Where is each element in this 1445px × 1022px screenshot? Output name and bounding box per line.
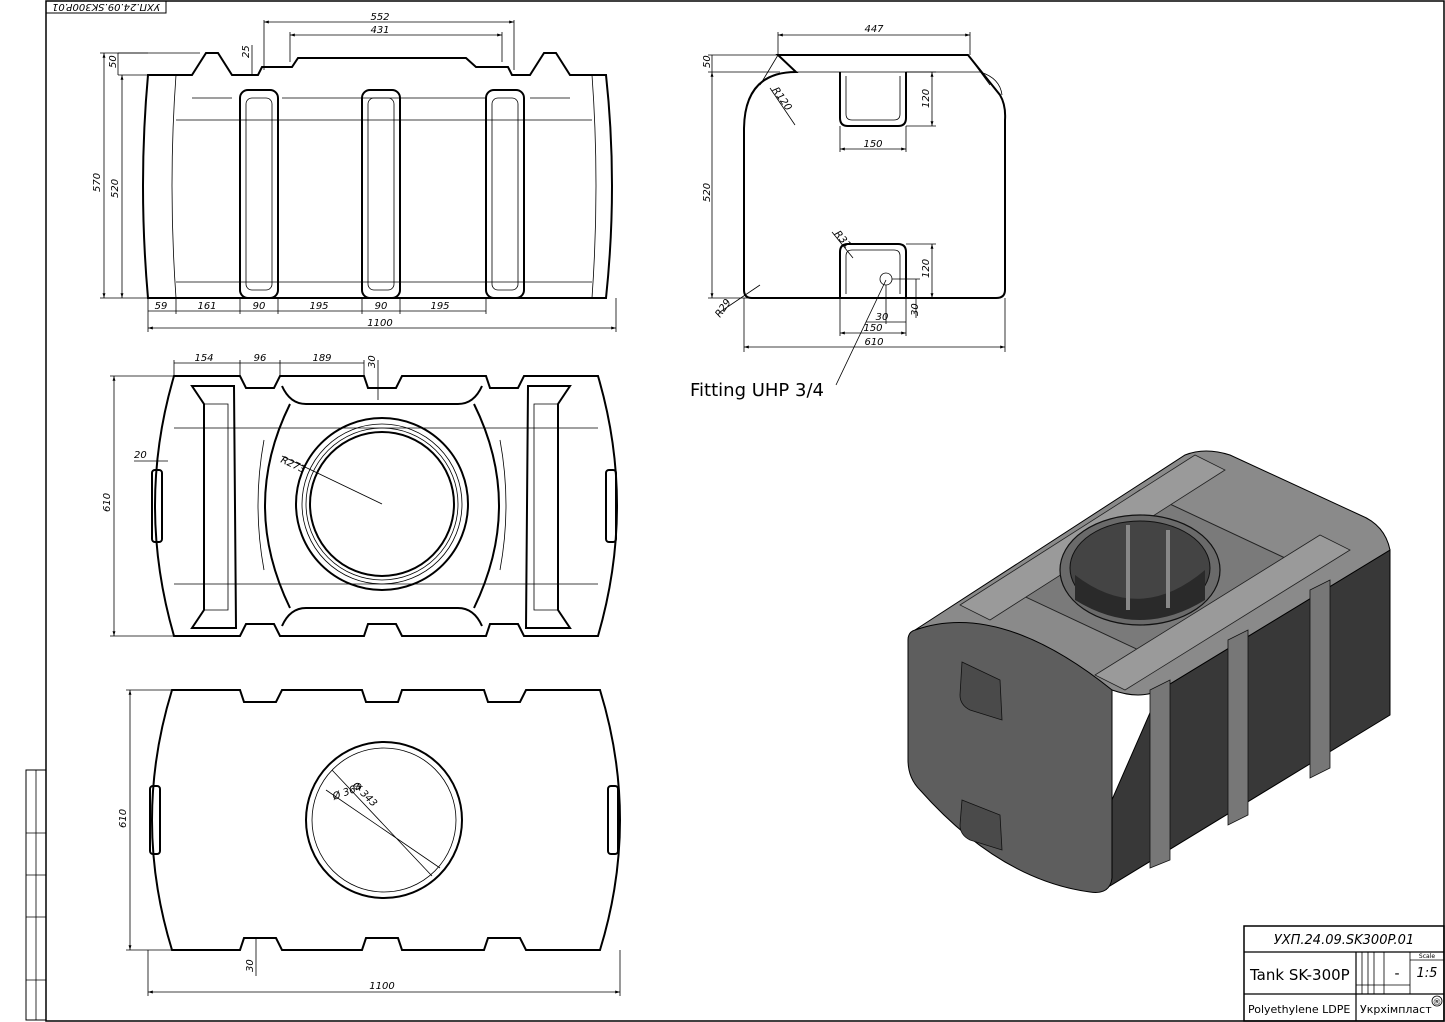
side-r31: R31 [832, 229, 853, 251]
registered-mark-circle [1431, 995, 1443, 1007]
sheet-mark: - [1394, 966, 1399, 982]
drawing-title: Tank SK-300P [1249, 966, 1350, 984]
isometric-tank-view [907, 450, 1391, 893]
front-dim-520: 520 [110, 179, 121, 198]
front-dim-90b: 90 [375, 301, 388, 312]
side-dim-447: 447 [864, 24, 884, 35]
fitting-callout: Fitting UHP 3/4 [690, 380, 824, 401]
top-dim-20: 20 [134, 450, 147, 461]
drawing-code: УХП.24.09.SK300P.01 [1274, 933, 1414, 948]
top-dim-30: 30 [367, 355, 378, 368]
front-dim-570: 570 [92, 173, 103, 192]
side-r29: R29 [713, 297, 733, 319]
top-r273: R273 [279, 455, 307, 476]
sheet-frame: УХП.24.09.SK300P.01 [25, 0, 1445, 1022]
side-dim-120-bottom: 120 [921, 259, 932, 278]
material-label: Polyethylene LDPE [1248, 1003, 1350, 1016]
bottom-d364: Ø 364 [330, 781, 363, 803]
side-view: 447 50 520 R120 120 150 R31 120 30 [702, 24, 1007, 386]
front-view: 552 431 25 570 520 50 59 161 90 195 90 [92, 12, 617, 332]
registered-mark: ® [1433, 998, 1442, 1008]
front-dim-161: 161 [197, 301, 216, 312]
front-dim-552: 552 [370, 12, 389, 23]
side-dim-50: 50 [702, 55, 713, 68]
front-dim-90a: 90 [253, 301, 266, 312]
front-dim-1100: 1100 [367, 318, 392, 329]
front-dim-195a: 195 [309, 301, 328, 312]
side-dim-150-bottom: 150 [863, 323, 882, 334]
scale-value: 1:5 [1417, 966, 1438, 981]
front-dim-431: 431 [370, 25, 389, 36]
top-view: R273 154 96 189 30 20 610 [102, 353, 618, 637]
top-dim-610: 610 [102, 493, 113, 512]
bottom-dim-610: 610 [118, 809, 129, 828]
title-block: УХП.24.09.SK300P.01 Tank SK-300P - Scale… [1243, 925, 1445, 1022]
top-dim-154: 154 [194, 353, 213, 364]
side-dim-120-top: 120 [921, 89, 932, 108]
bottom-dim-30: 30 [245, 959, 256, 972]
front-dim-59: 59 [155, 301, 168, 312]
drawing-code-mirrored: УХП.24.09.SK300P.01 [52, 1, 160, 12]
top-dim-189: 189 [312, 353, 331, 364]
side-dim-30-horizontal: 30 [876, 312, 889, 323]
front-dim-25: 25 [241, 45, 252, 58]
side-r120: R120 [770, 85, 794, 113]
front-dim-195b: 195 [430, 301, 449, 312]
side-dim-520: 520 [702, 183, 713, 202]
side-dim-610: 610 [864, 337, 883, 348]
company-name: Укрхімпласт [1360, 1003, 1432, 1016]
side-dim-30-vertical: 30 [910, 303, 921, 316]
top-dim-96: 96 [254, 353, 267, 364]
bottom-dim-1100: 1100 [369, 981, 394, 992]
scale-label: Scale [1419, 953, 1435, 960]
bottom-view: Ø 343 Ø 364 610 30 1100 [118, 689, 621, 996]
side-dim-150-top: 150 [863, 139, 882, 150]
front-dim-50: 50 [108, 55, 119, 68]
